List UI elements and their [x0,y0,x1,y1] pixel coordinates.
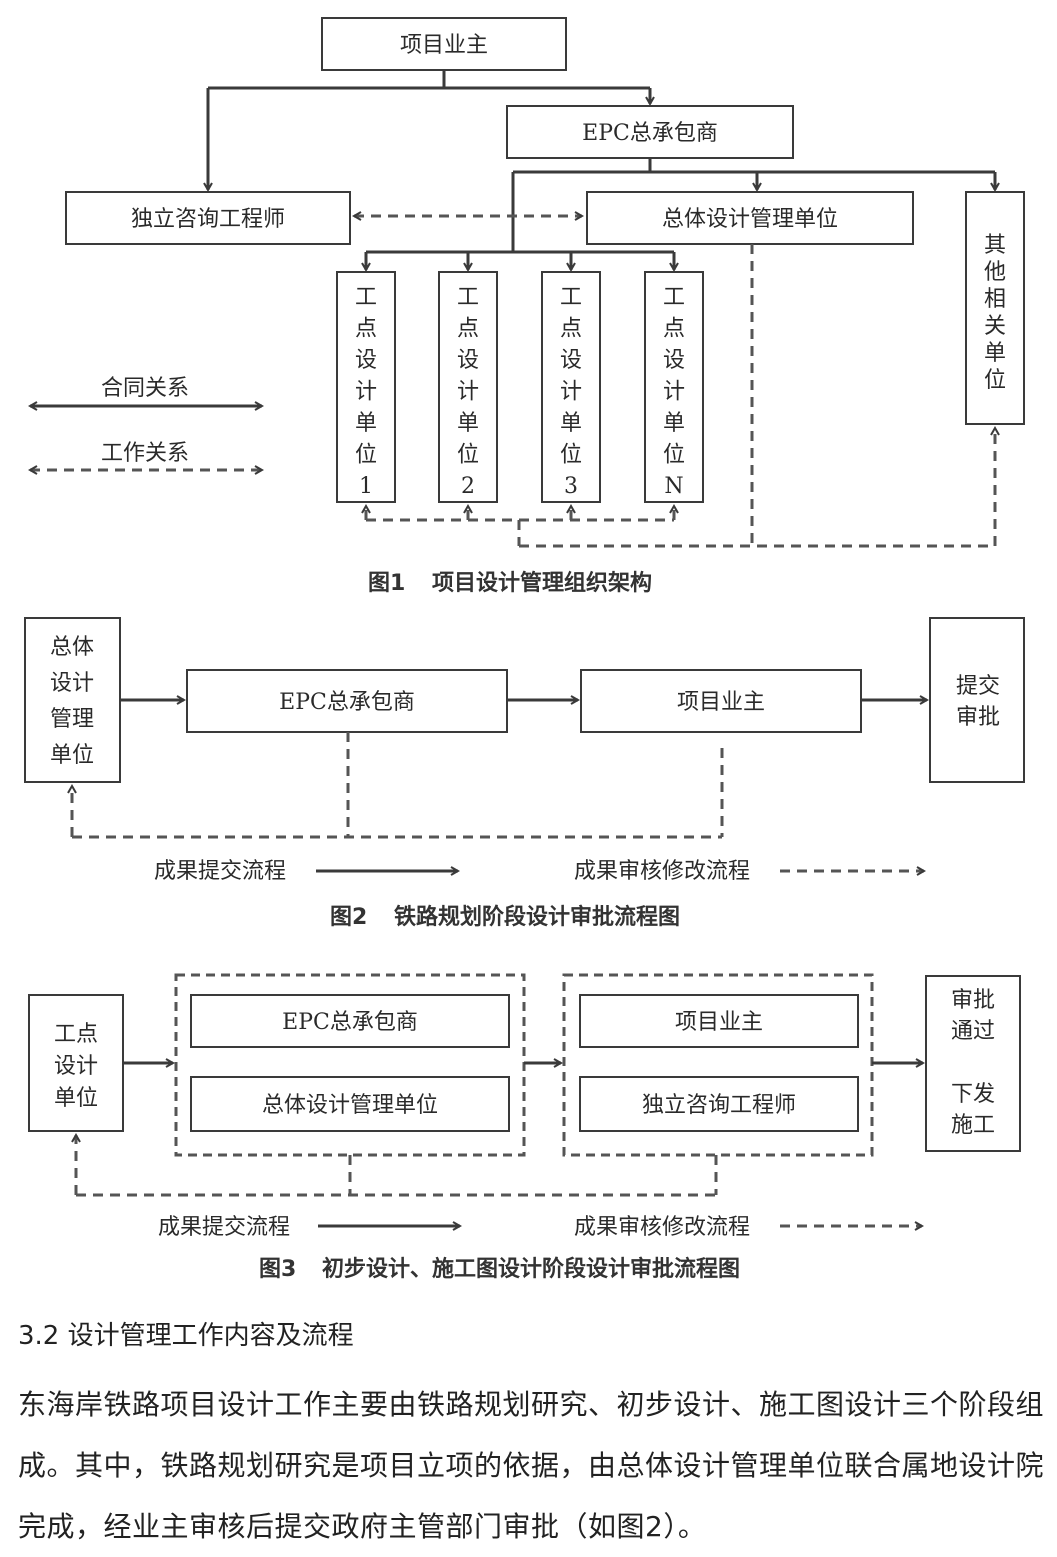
svg-text:EPC总承包商: EPC总承包商 [282,1010,418,1035]
svg-text:项目业主: 项目业主 [400,33,488,58]
svg-text:EPC总承包商: EPC总承包商 [582,121,718,146]
svg-text:其他相关单位: 其他相关单位 [984,233,1006,393]
diagram-canvas: 项目业主 EPC总承包商 独立咨询工程师 总体设计管理单位 其他相关单位 工点设… [24,17,1025,1282]
svg-text:总体设计管理单位: 总体设计管理单位 [50,635,94,768]
fig1-consultant-box: 独立咨询工程师 [65,191,351,245]
fig2-caption-text: 铁路规划阶段设计审批流程图 [394,904,680,930]
figure-2: 总体设计管理单位 EPC总承包商 项目业主 提交审批 成果提交流程 成果审核修改… [24,617,1025,930]
fig1-work-lines [354,216,995,548]
svg-text:下发施工: 下发施工 [951,1082,995,1138]
fig2-flow-lines [72,700,927,839]
fig1-other-units-box: 其他相关单位 [965,191,1025,425]
fig2-epc-box: EPC总承包商 [186,669,508,733]
fig1-caption-text: 项目设计管理组织架构 [432,570,652,596]
legend-work-label: 工作关系 [101,441,189,466]
fig2-caption-num: 图2 [330,905,367,930]
fig1-general-design-box: 总体设计管理单位 [586,191,914,245]
fig3-caption-num: 图3 [259,1257,296,1282]
legend-submit-label: 成果提交流程 [158,1215,290,1240]
svg-text:项目业主: 项目业主 [675,1010,763,1035]
fig2-general-design-box: 总体设计管理单位 [24,617,121,783]
svg-text:工点设计单位: 工点设计单位 [54,1022,98,1111]
figure-1: 项目业主 EPC总承包商 独立咨询工程师 总体设计管理单位 其他相关单位 工点设… [30,17,1025,596]
fig2-owner-box: 项目业主 [580,669,862,733]
figure-3: 工点设计单位 EPC总承包商 总体设计管理单位 项目业主 独立咨询工程师 审批通… [28,973,1021,1282]
fig3-owner-box: 项目业主 [579,994,859,1048]
fig1-contract-lines [208,70,995,270]
fig3-dashed-group-right [562,973,874,1157]
fig3-legend: 成果提交流程 成果审核修改流程 [158,1215,922,1240]
fig3-consultant-box: 独立咨询工程师 [579,1076,859,1132]
legend-review-label: 成果审核修改流程 [574,1215,750,1240]
fig2-legend: 成果提交流程 成果审核修改流程 [154,859,924,884]
fig3-approval-box: 审批通过 下发施工 [925,975,1021,1152]
fig1-caption-num: 图1 [368,571,405,596]
fig3-caption-text: 初步设计、施工图设计阶段设计审批流程图 [322,1256,740,1282]
svg-text:EPC总承包商: EPC总承包商 [279,690,415,715]
section-heading: 3.2 设计管理工作内容及流程 [18,1321,354,1351]
body-paragraph: 东海岸铁路项目设计工作主要由铁路规划研究、初步设计、施工图设计三个阶段组成。其中… [18,1388,1045,1543]
fig3-site-design-box: 工点设计单位 [28,994,124,1132]
legend-submit-label: 成果提交流程 [154,859,286,884]
svg-text:提交审批: 提交审批 [956,674,1000,730]
fig1-epc-box: EPC总承包商 [506,105,794,159]
fig1-legend: 合同关系 工作关系 [30,376,262,470]
fig3-flow-lines [76,1063,923,1197]
fig3-general-design-box: 总体设计管理单位 [190,1076,510,1132]
svg-text:独立咨询工程师: 独立咨询工程师 [642,1093,796,1118]
svg-text:审批通过: 审批通过 [951,988,995,1044]
svg-text:项目业主: 项目业主 [677,690,765,715]
fig2-submit-approval-box: 提交审批 [929,617,1025,783]
fig1-owner-box: 项目业主 [321,17,567,71]
legend-contract-label: 合同关系 [101,376,189,401]
legend-review-label: 成果审核修改流程 [574,859,750,884]
fig3-dashed-group-left [174,973,526,1157]
fig3-epc-box: EPC总承包商 [190,994,510,1048]
svg-text:独立咨询工程师: 独立咨询工程师 [131,207,285,232]
svg-text:总体设计管理单位: 总体设计管理单位 [662,207,838,232]
svg-text:总体设计管理单位: 总体设计管理单位 [262,1093,438,1118]
